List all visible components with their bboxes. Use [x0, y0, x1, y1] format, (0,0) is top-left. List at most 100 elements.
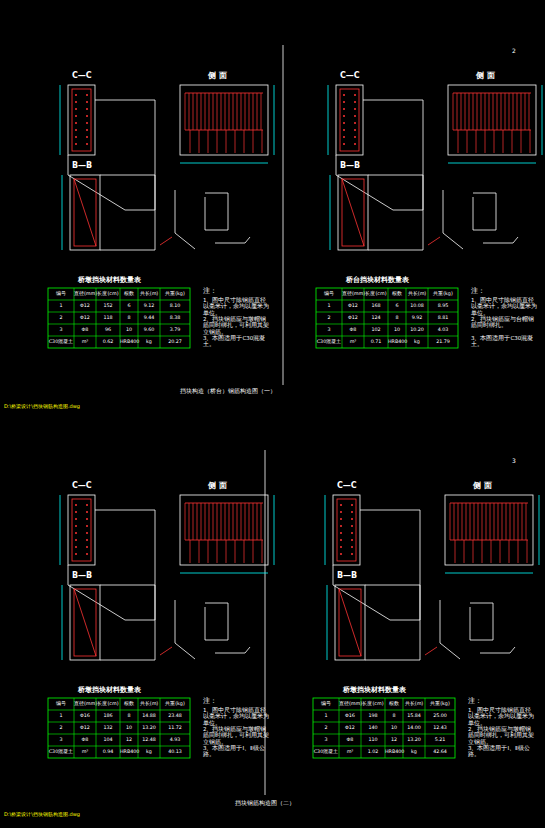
table-cell: kg: [406, 339, 428, 345]
anchor-bar: [190, 130, 191, 153]
table-cell: kg: [138, 339, 160, 345]
rebar-dot: [75, 101, 77, 103]
table-cell: 8: [120, 315, 138, 321]
table-cell: 8.38: [160, 315, 190, 321]
table-rule: [425, 698, 426, 758]
section-outline: [338, 175, 368, 250]
cap-outline: [95, 510, 155, 620]
section-outline: [333, 495, 360, 565]
rebar-stirrup: [201, 93, 202, 130]
table-cell: 1: [313, 713, 339, 719]
note-text: 1、图中尺寸除钢筋直径以毫米计，余均以厘米为单位。: [203, 297, 269, 316]
rebar-stirrup: [217, 503, 218, 540]
table-cell: 11.72: [160, 725, 190, 731]
section-label: C—C: [340, 71, 360, 80]
rebar-stirrup: [510, 503, 511, 540]
rebar-stirrup: [490, 503, 491, 540]
table-cell: 118: [96, 315, 120, 321]
table-cell: 8.95: [428, 303, 458, 309]
dimension-line: [62, 585, 63, 660]
note-heading: 注：: [468, 698, 482, 705]
table-cell: Φ12: [339, 725, 361, 731]
rebar-stirrup: [469, 93, 470, 130]
table-cell: HRB400: [388, 339, 406, 345]
anchor-bar: [262, 540, 263, 563]
anchor-bar: [190, 540, 191, 563]
rebar-dot: [86, 122, 88, 124]
section-outline: [68, 495, 95, 565]
rebar-stirrup: [241, 93, 242, 130]
table-cell: 6: [388, 303, 406, 309]
anchor-bar: [467, 130, 468, 153]
rebar-cage: [74, 589, 96, 656]
rebar-dot: [86, 101, 88, 103]
table-cell: 长度(cm): [96, 291, 120, 297]
table-cell: 4.93: [160, 737, 190, 743]
anchor-bar: [262, 130, 263, 153]
table-cell: 直径(mm): [339, 701, 361, 707]
rebar-dot: [340, 532, 342, 534]
rebar-detail: [175, 600, 195, 659]
rebar-dot: [86, 136, 88, 138]
rebar-dot: [351, 504, 353, 506]
rebar-dot: [86, 539, 88, 541]
table-cell: 共重(kg): [425, 701, 455, 707]
note-text: 1、图中尺寸除钢筋直径以毫米计，余均以厘米为单位。: [471, 297, 537, 316]
dimension-line: [60, 495, 61, 565]
file-path: D:\桥梁设计\挡块钢筋构造图.dwg: [4, 812, 80, 818]
rebar-dot: [75, 115, 77, 117]
table-cell: 3.79: [160, 327, 190, 333]
rebar-dot: [351, 511, 353, 513]
table-cell: 9.44: [138, 315, 160, 321]
rebar-stirrup: [458, 503, 459, 540]
anchor-bar: [518, 540, 519, 563]
rebar-dot: [86, 129, 88, 131]
table-cell: 13.20: [138, 725, 160, 731]
table-cell: 168: [364, 303, 388, 309]
note-text: 3、本图适用于C30混凝土。: [203, 335, 269, 348]
table-cell: 21.79: [428, 339, 458, 345]
rebar-dot: [340, 553, 342, 555]
elevation-outline: [445, 495, 533, 565]
rebar-detail: [175, 190, 195, 249]
table-rule: [316, 336, 458, 337]
table-rule: [74, 288, 75, 348]
note-text: 1、图中尺寸除钢筋直径以毫米计，余均以厘米为单位。: [203, 707, 269, 726]
rebar-dot: [354, 122, 356, 124]
dimension-line: [274, 85, 275, 155]
table-cell: 8.10: [160, 303, 190, 309]
table-cell: C30混凝土: [313, 749, 339, 755]
rebar-stirrup: [193, 93, 194, 130]
rebar-stirrup: [517, 93, 518, 130]
note-text: 3、本图适用于Ⅰ、Ⅱ级公路。: [468, 745, 534, 758]
table-cell: C30混凝土: [48, 339, 74, 345]
rebar-stirrup: [470, 503, 471, 540]
dimension-line: [448, 163, 536, 164]
rebar-stirrup: [205, 503, 206, 540]
table-cell: 8: [385, 713, 403, 719]
table-rule: [316, 324, 458, 325]
rebar-dot: [343, 108, 345, 110]
rebar-dot: [354, 115, 356, 117]
table-rule: [160, 698, 161, 758]
anchor-bar: [217, 540, 218, 563]
rebar-stirrup: [450, 503, 451, 540]
table-cell: 0.71: [364, 339, 388, 345]
section-label: C—C: [72, 481, 92, 490]
rebar-dot: [340, 546, 342, 548]
rebar-stirrup: [185, 93, 186, 130]
rebar-detail: [470, 603, 493, 640]
rebar-stirrup: [245, 93, 246, 130]
dimension-line: [539, 495, 540, 565]
dimension-line: [330, 175, 331, 250]
table-title: 桥墩挡块材料数量表: [343, 686, 406, 694]
rebar-dot: [75, 511, 77, 513]
table-cell: 长度(cm): [96, 701, 120, 707]
table-cell: 152: [96, 303, 120, 309]
table-cell: 共长(m): [406, 291, 428, 297]
view-label: 侧 面: [208, 71, 227, 80]
rebar-stirrup: [489, 93, 490, 130]
rebar-dot: [86, 546, 88, 548]
table-cell: kg: [138, 749, 160, 755]
rebar-detail: [480, 647, 515, 653]
